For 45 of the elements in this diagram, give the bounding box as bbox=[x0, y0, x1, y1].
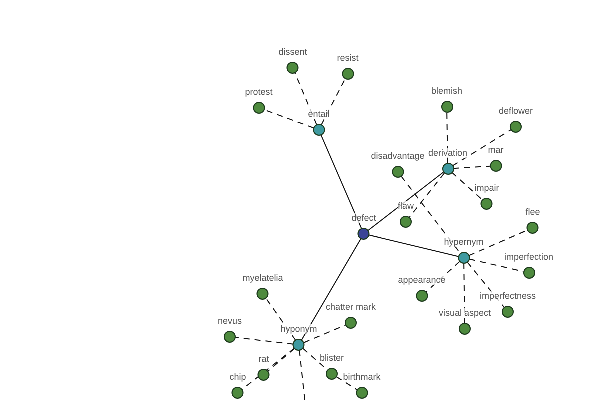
node-label: defect bbox=[352, 213, 376, 223]
node-label: mar bbox=[488, 145, 504, 155]
node-label: protest bbox=[245, 87, 273, 97]
dashed-link bbox=[452, 172, 484, 201]
link-line bbox=[301, 238, 362, 341]
node-label: flaw bbox=[398, 201, 414, 211]
node-label: impair bbox=[474, 183, 500, 193]
node-label: flee bbox=[526, 207, 540, 217]
node-label: resist bbox=[337, 53, 359, 63]
dashed-link bbox=[446, 112, 448, 164]
node-label: dissent bbox=[278, 47, 308, 57]
node-label: rat bbox=[258, 354, 270, 364]
node-label: chatter mark bbox=[326, 302, 376, 312]
node-label: derivation bbox=[428, 148, 468, 158]
node-label: appearance bbox=[398, 275, 446, 285]
dashed-link bbox=[299, 350, 306, 400]
node-label: entail bbox=[308, 109, 330, 119]
dashed-link bbox=[453, 166, 491, 170]
dashed-link bbox=[408, 172, 446, 218]
node-label: birthmark bbox=[343, 372, 381, 382]
dashed-link bbox=[266, 298, 296, 341]
node-label: visual aspect bbox=[438, 308, 492, 318]
dashed-link bbox=[452, 129, 512, 167]
node-label: hyponym bbox=[280, 324, 318, 334]
dashed-link bbox=[294, 72, 318, 126]
dashed-link bbox=[336, 376, 358, 391]
dashed-link bbox=[464, 263, 466, 324]
link-line bbox=[368, 234, 460, 258]
node-label: imperfectness bbox=[480, 291, 536, 301]
link-line bbox=[368, 172, 444, 232]
dashed-link bbox=[304, 324, 346, 344]
link-line bbox=[320, 134, 362, 230]
node-label: nevus bbox=[218, 316, 242, 326]
node-label: blemish bbox=[432, 86, 462, 96]
node-label: myelatelia bbox=[242, 273, 284, 283]
dashed-link bbox=[268, 348, 296, 372]
node-label: imperfection bbox=[504, 252, 554, 262]
node-label: chip bbox=[230, 372, 246, 382]
node-label: deflower bbox=[498, 106, 534, 116]
dashed-link bbox=[321, 78, 346, 126]
node-label: hypernym bbox=[444, 237, 484, 247]
dashed-link bbox=[234, 337, 294, 345]
dashed-link bbox=[466, 262, 506, 308]
node-label: blister bbox=[320, 353, 344, 363]
node-label: disadvantage bbox=[371, 151, 425, 161]
